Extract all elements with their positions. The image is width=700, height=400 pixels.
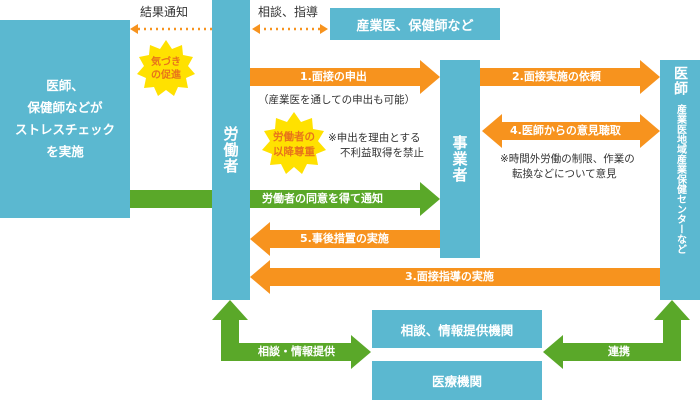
stress-check-line-3: ストレスチェック — [14, 122, 115, 137]
consent-arrow-head — [420, 182, 440, 216]
respect-bubble-line-2: 以降尊重 — [273, 146, 315, 158]
consult-guidance-label: 相談、指導 — [258, 5, 319, 19]
industrial-doctor-label: 産業医、保健師など — [356, 18, 474, 34]
step-2-label: 2.面接実施の依頼 — [512, 70, 601, 83]
arrow-1-head — [420, 60, 440, 94]
disadvantage-note-line-2: 不利益取得を禁止 — [340, 147, 424, 159]
stress-check-line-1: 医師、 — [46, 78, 84, 93]
arrow-5-head — [250, 222, 270, 256]
consult-box: 相談、情報提供機関 — [372, 310, 542, 348]
step-1-label: 1.面接の申出 — [300, 70, 367, 83]
employer-box: 事業者 — [440, 60, 480, 258]
consult-label: 相談、情報提供機関 — [400, 322, 514, 338]
step-5-label: 5.事後措置の実施 — [300, 232, 389, 245]
industrial-doctor-box: 産業医、保健師など — [330, 8, 500, 40]
step-3-label: 3.面接指導の実施 — [405, 270, 494, 283]
respect-starburst — [262, 112, 326, 174]
notice-bubble-text: 気づき の促進 — [146, 56, 186, 82]
arrow-3-body — [268, 268, 660, 286]
stress-check-line-4: を実施 — [46, 144, 84, 159]
medical-label: 医療機関 — [431, 374, 482, 389]
doctor-green-horizontal — [561, 343, 681, 361]
step-4-note-line-1: ※時間外労働の制限、作業の — [500, 153, 635, 165]
arrow-4-body — [500, 122, 642, 140]
step-4-label: 4.医師からの意見聴取 — [510, 124, 621, 137]
arrow-2-head — [640, 60, 660, 94]
step-4-note-line-2: 転換などについて意見 — [512, 168, 617, 180]
stress-check-box: 医師、 保健師などが ストレスチェック を実施 — [0, 20, 130, 218]
result-notice-arrowhead — [130, 24, 138, 34]
consult-info-label: 相談・情報提供 — [258, 345, 335, 358]
consent-arrow-body — [250, 190, 422, 208]
arrow-3-head — [250, 260, 270, 294]
arrow-4-right-head — [640, 114, 660, 148]
notice-starburst — [137, 40, 195, 96]
step-4-note: ※時間外労働の制限、作業の 転換などについて意見 — [500, 152, 635, 182]
stress-check-line-2: 保健師などが — [27, 100, 103, 115]
doctor-green-left-head — [543, 335, 563, 369]
consent-label: 労働者の同意を得て通知 — [262, 192, 383, 205]
doctor-subtitle: 産業医地域産業保健センターなど — [674, 104, 686, 254]
consult-guidance-left-arrowhead — [252, 24, 260, 34]
worker-green-right-head — [351, 335, 371, 369]
arrow-2-body — [480, 68, 642, 86]
disadvantage-note-line-1: ※申出を理由とする — [328, 132, 421, 144]
worker-green-horizontal — [221, 343, 353, 361]
cooperation-label: 連携 — [608, 345, 630, 358]
left-green-connector — [130, 190, 212, 208]
doctor-box: 医師 産業医地域産業保健センターなど — [660, 60, 700, 300]
respect-bubble-text: 労働者の 以降尊重 — [268, 130, 320, 160]
doctor-green-up-head — [654, 300, 690, 320]
medical-box: 医療機関 — [372, 361, 542, 400]
worker-label: 労働者 — [221, 126, 240, 174]
doctor-green-vertical — [663, 318, 681, 361]
consult-guidance-right-arrowhead — [320, 24, 328, 34]
step-1-note: （産業医を通しての申出も可能） — [258, 94, 416, 106]
worker-box: 労働者 — [212, 0, 250, 300]
notice-bubble-line-1: 気づき — [151, 57, 181, 68]
result-notice-label: 結果通知 — [140, 5, 189, 19]
notice-bubble-line-2: の促進 — [151, 70, 181, 81]
disadvantage-note: ※申出を理由とする 不利益取得を禁止 — [328, 131, 424, 161]
doctor-title: 医師 — [672, 66, 688, 96]
arrow-5-body — [268, 230, 440, 248]
employer-label: 事業者 — [450, 135, 469, 183]
arrow-1-body — [250, 68, 422, 86]
arrow-4-left-head — [482, 114, 502, 148]
respect-bubble-line-1: 労働者の — [273, 131, 315, 143]
worker-green-up-head — [212, 300, 248, 320]
